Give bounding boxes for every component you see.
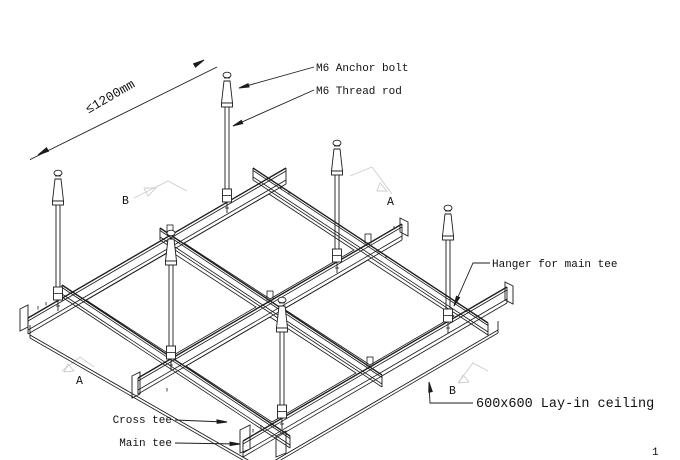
leader-main-tee: [174, 442, 239, 445]
leader-thread-rod-arrow: [232, 119, 244, 127]
tee-end-caps: [19, 186, 514, 458]
section-mark-b-top: [133, 180, 188, 199]
section-mark-a-top: [349, 166, 393, 195]
leader-hanger-arrow: [453, 295, 461, 307]
label-hanger: Hanger for main tee: [492, 259, 617, 271]
leader-ceiling-arrow: [428, 381, 433, 393]
label-lay-in-ceiling: 600x600 Lay-in ceiling: [476, 397, 654, 412]
grid-rails: [27, 167, 508, 458]
label-cross-tee: Cross tee: [113, 415, 172, 427]
panel-edge-aprons: [29, 321, 499, 460]
section-letter-b-bottom: B: [449, 385, 456, 398]
section-letter-a-top: A: [387, 196, 394, 209]
section-mark-a-bottom: [61, 356, 95, 372]
dimension-arrow-right: [192, 59, 205, 68]
hanger-rods: [51, 71, 455, 429]
leader-anchor-bolt: [238, 66, 315, 89]
section-letter-a-bottom: A: [76, 375, 83, 388]
dimension-line: [29, 66, 218, 161]
label-main-tee: Main tee: [119, 438, 172, 450]
leader-main-tee-arrow: [229, 441, 241, 447]
leader-thread-rod: [232, 89, 315, 127]
crossing-clips: [166, 224, 374, 367]
section-mark-b-bottom: [457, 362, 489, 384]
section-mark-a-top-arrow: [376, 182, 388, 192]
section-mark-b-top-arrow: [143, 187, 158, 197]
dimension-1200mm: [29, 59, 218, 161]
label-anchor-bolt: M6 Anchor bolt: [316, 63, 408, 75]
section-letter-b-top: B: [122, 195, 129, 208]
leader-cross-tee-arrow: [216, 419, 228, 424]
leader-hanger: [453, 262, 490, 307]
leader-lines: [174, 66, 490, 447]
page-number: 1: [652, 447, 659, 459]
leader-anchor-bolt-arrow: [238, 82, 250, 89]
section-marks: [61, 166, 489, 384]
section-mark-a-bottom-arrow: [63, 363, 75, 373]
dimension-arrow-left: [37, 147, 50, 156]
section-mark-b-bottom-arrow: [458, 374, 470, 384]
dimension-text: ≤1200mm: [83, 77, 138, 117]
label-thread-rod: M6 Thread rod: [316, 86, 402, 98]
